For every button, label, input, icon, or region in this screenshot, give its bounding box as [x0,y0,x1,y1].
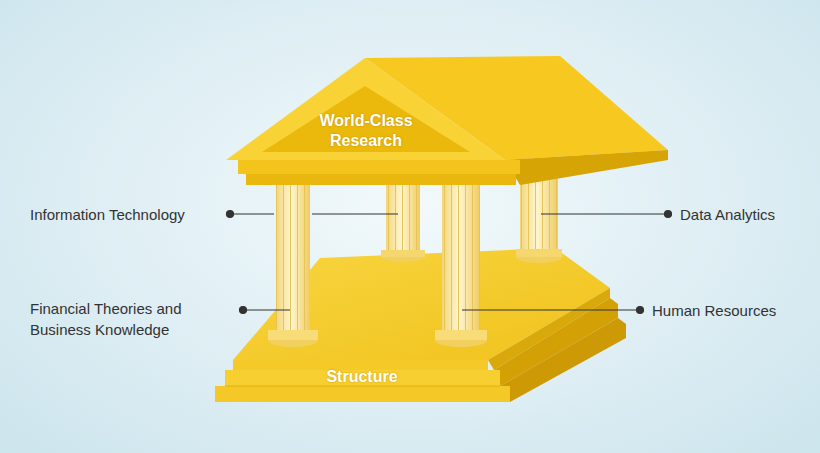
pediment-box: World-Class Research [296,111,436,151]
pillar-label: Financial Theories and Business Knowledg… [30,298,215,340]
step-edge [225,386,500,387]
front-columns [268,185,487,347]
leader-lines [227,211,672,314]
pillar-label: Human Resources [652,300,802,321]
pillar-label: Information Technology [30,204,220,225]
base-box: Structure [297,367,427,387]
node-text: Structure [297,367,427,387]
step-side [500,318,626,402]
node-text: World-Class Research [296,111,436,151]
roof [226,56,668,185]
pillar-label: Data Analytics [680,204,810,225]
step [215,386,510,402]
